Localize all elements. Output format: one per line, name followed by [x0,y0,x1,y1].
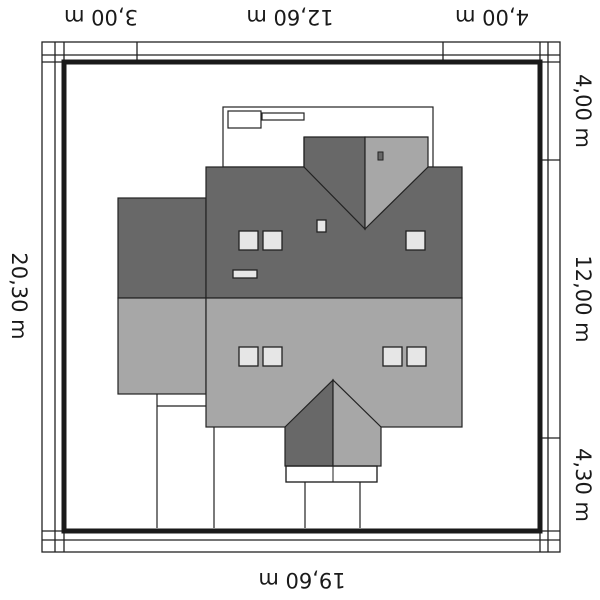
dim-right-bottom: 4,30 m [571,448,595,522]
entrance-step [285,465,378,483]
dimension-frame [41,41,561,553]
dim-left-total: 20,30 m [7,252,31,339]
roof-garage-front [117,297,207,395]
roof-window [382,346,403,367]
dimension-ticks [42,42,560,552]
dim-top-middle: 12,60 m [246,5,333,29]
entrance-canopy [285,465,378,483]
outline-small-block [261,112,305,121]
plot-boundary [61,59,543,534]
outline-chimney [227,110,262,129]
dim-right-middle: 12,00 m [571,255,595,342]
roof-garage-rear [117,197,207,299]
roof-window [238,230,259,251]
roof-window [238,346,259,367]
dim-right-top: 4,00 m [571,74,595,148]
front-gable-right [332,378,382,467]
roof-window [406,346,427,367]
dim-bottom-total: 19,60 m [258,568,345,592]
dim-top-right: 4,00 m [455,5,529,29]
roof-window [316,219,327,233]
rear-dormer-vent [377,151,384,161]
roof-window [262,230,283,251]
dim-top-left: 3,00 m [64,5,138,29]
roof-windows [232,219,427,367]
roof-window [405,230,426,251]
roof-window [232,269,258,279]
roof-window [262,346,283,367]
